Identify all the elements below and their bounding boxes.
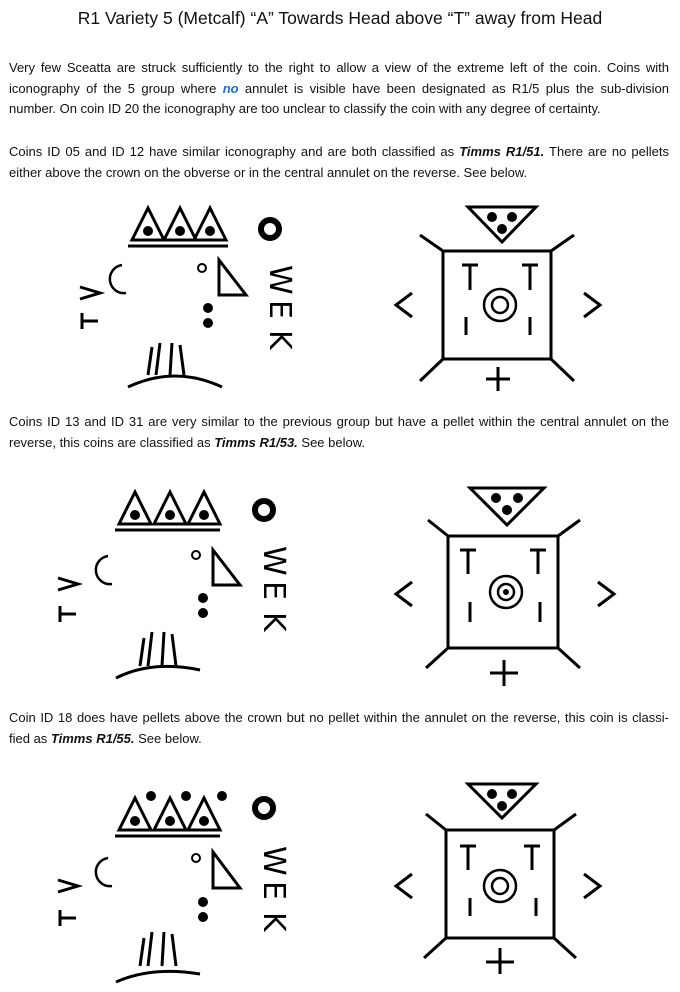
svg-text:E: E (256, 881, 291, 900)
svg-text:E: E (262, 300, 297, 319)
crescent-icon (94, 554, 113, 586)
annulet-icon (258, 217, 282, 241)
annulet-icon (252, 498, 276, 522)
classification-r1-51: Timms R1/51. (459, 144, 545, 159)
svg-text:K: K (262, 330, 297, 351)
obverse-drawing: W E K (57, 791, 291, 984)
svg-text:K: K (256, 612, 291, 633)
square-frame (444, 828, 556, 940)
svg-text:K: K (256, 912, 291, 933)
svg-text:E: E (256, 581, 291, 600)
central-annulet-icon (482, 868, 518, 904)
obverse-drawing: W E K (79, 204, 297, 389)
central-pellet-icon (503, 589, 509, 595)
crown-icon (115, 791, 227, 838)
svg-text:W: W (256, 546, 291, 576)
emphasis-no: no (222, 80, 239, 96)
reverse-drawing (393, 486, 617, 686)
crown-icon (128, 204, 229, 248)
letter-a-rotated (57, 576, 84, 592)
crown-icon (115, 488, 223, 532)
paragraph-r1-55: Coin ID 18 does have pellets above the c… (9, 710, 669, 746)
classification-r1-53: Timms R1/53. (214, 434, 298, 450)
crescent-icon (108, 263, 127, 295)
classification-r1-55: Timms R1/55. (50, 730, 135, 746)
triangle-icon (464, 782, 540, 821)
central-annulet-icon (488, 574, 524, 610)
crescent-icon (94, 856, 113, 888)
triangle-icon (211, 545, 244, 587)
triangle-icon (211, 847, 243, 890)
crown-pellet-icon (146, 791, 156, 801)
figure-r1-53: W E K (57, 486, 617, 686)
letter-t-rotated (80, 313, 98, 329)
square-frame (441, 249, 553, 361)
central-annulet-icon (482, 287, 518, 323)
letter-t-rotated (58, 910, 76, 926)
crown-pellet-icon (181, 791, 191, 801)
letter-t-rotated (58, 606, 76, 622)
triangle-icon (464, 205, 540, 245)
figure-r1-51: W E K (79, 204, 603, 391)
reverse-drawing (393, 205, 603, 391)
paragraph-r1-53: Coins ID 13 and ID 31 are very similar t… (9, 414, 669, 450)
crown-pellet-icon (217, 791, 227, 801)
reverse-drawing (393, 782, 603, 974)
square-frame (446, 534, 560, 650)
paragraph-intro: Very few Sceatta are struck sufficiently… (9, 60, 669, 116)
triangle-icon (217, 255, 250, 297)
letter-a-rotated (57, 878, 84, 894)
annulet-icon (252, 796, 276, 820)
page-title: R1 Variety 5 (Metcalf) “A” Towards Head … (77, 8, 603, 28)
paragraph-r1-51: Coins ID 05 and ID 12 have similar icono… (9, 144, 669, 180)
obverse-drawing: W E K (57, 488, 291, 680)
letter-a-rotated (79, 285, 106, 301)
svg-text:W: W (256, 846, 291, 876)
figure-r1-55: W E K (57, 782, 603, 984)
svg-text:W: W (262, 265, 297, 295)
triangle-icon (466, 486, 548, 528)
